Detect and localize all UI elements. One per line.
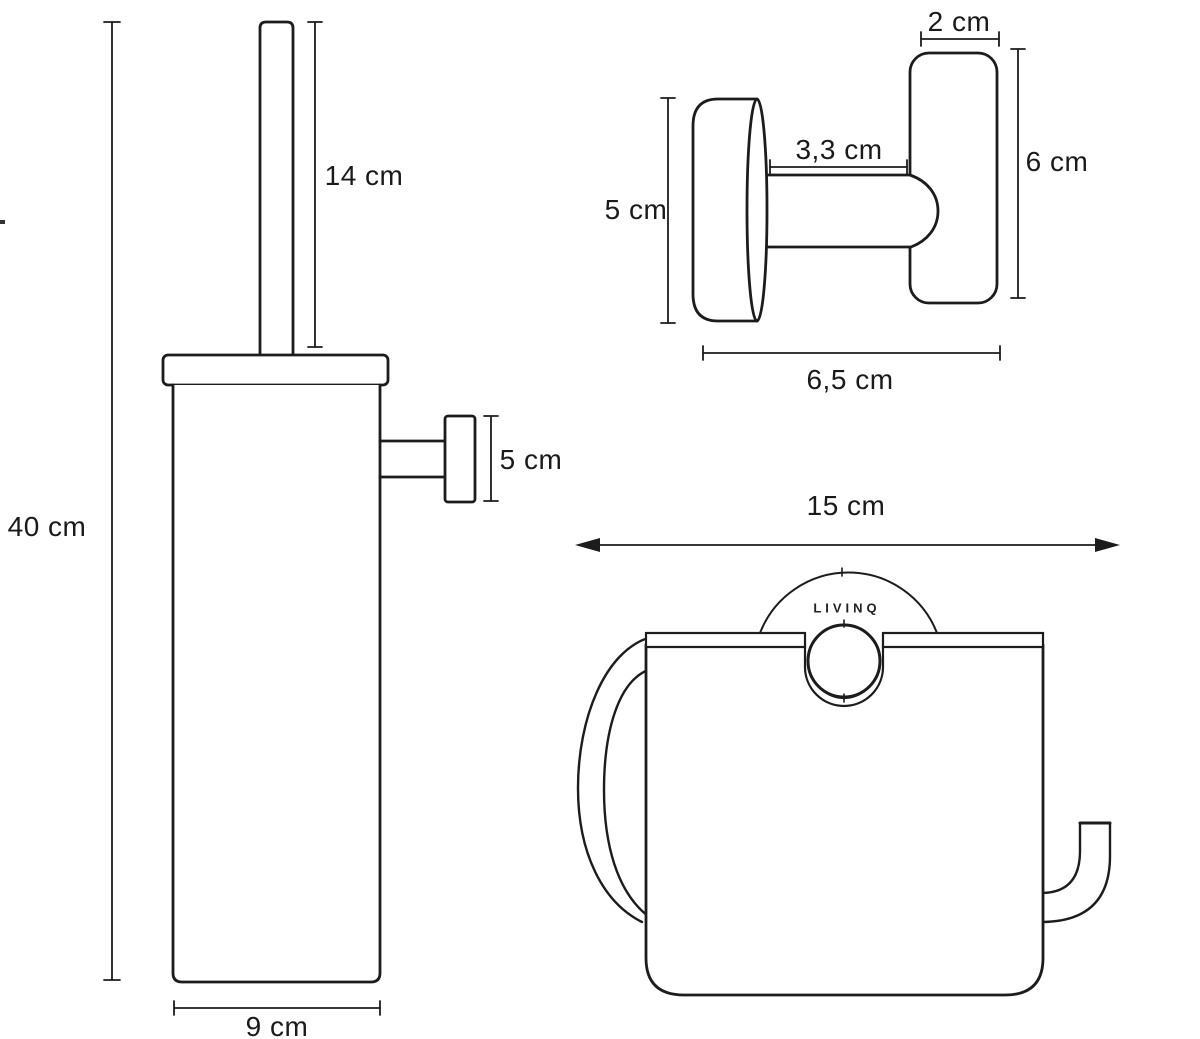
- dimension-line-6cm: [1010, 48, 1026, 299]
- dimension-line-2cm: [920, 31, 1000, 47]
- dimension-line-3-3cm: [769, 159, 908, 175]
- speck: [0, 220, 5, 224]
- brush-holder-body: [171, 383, 382, 984]
- brush-height-label: 40 cm: [7, 511, 87, 542]
- brush-wall-plate: [443, 414, 477, 504]
- holder-cover: [644, 643, 1045, 997]
- brush-handle-label: 14 cm: [324, 160, 404, 191]
- brush-handle: [258, 20, 295, 362]
- dimension-line-5cm-mount: [483, 415, 499, 502]
- right-roll-hook: [1039, 821, 1112, 924]
- hook-plate-label: 5 cm: [604, 194, 668, 225]
- dimension-line-40cm: [103, 21, 121, 981]
- hook-arm: [754, 173, 940, 249]
- top-flange-right: [881, 631, 1045, 649]
- holder-width-label: 15 cm: [806, 490, 886, 521]
- wall-hook-drawing: [660, 31, 1026, 361]
- dimension-line-6-5cm: [702, 345, 1001, 361]
- hook-bar-label: 6 cm: [1025, 146, 1089, 177]
- brush-holder-lid: [161, 353, 390, 387]
- dimension-line-14cm: [307, 21, 323, 348]
- hook-disc-face: [745, 97, 769, 323]
- hook-arm-label: 3,3 cm: [795, 134, 883, 165]
- dimension-line-5cm-disc: [660, 97, 676, 324]
- brand-logo-text: LIVINQ: [813, 600, 881, 616]
- brush-width-label: 9 cm: [245, 1011, 309, 1039]
- brush-wall-arm: [378, 439, 447, 479]
- dimension-line-15cm: [575, 538, 1120, 552]
- toilet-brush-drawing: [103, 20, 499, 1016]
- hook-depth-label: 6,5 cm: [806, 364, 894, 395]
- hook-bar: [908, 51, 999, 305]
- hook-top-label: 2 cm: [927, 6, 991, 37]
- center-knob: [806, 619, 882, 703]
- top-flange-left: [644, 631, 807, 649]
- brush-mount-label: 5 cm: [499, 444, 563, 475]
- toilet-roll-holder-drawing: [575, 538, 1120, 997]
- hook-wall-disc: [691, 97, 759, 323]
- mount-arch: [759, 567, 938, 634]
- dimension-line-9cm: [173, 1000, 381, 1016]
- left-roll-arm: [576, 636, 650, 924]
